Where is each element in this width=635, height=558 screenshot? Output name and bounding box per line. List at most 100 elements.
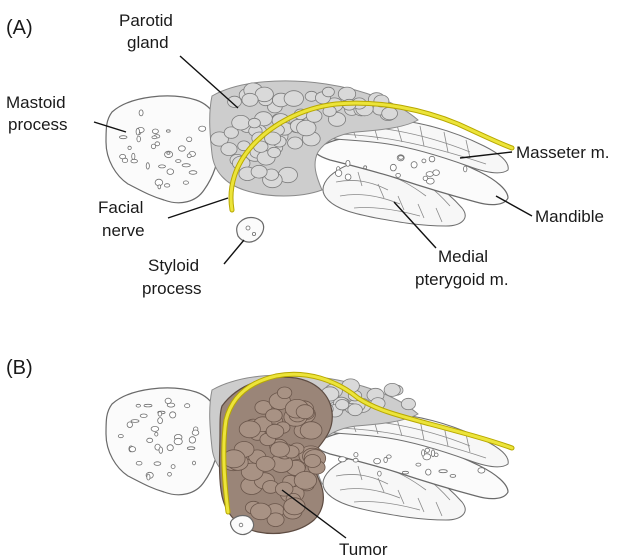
label-mastoid-line2: process — [8, 115, 68, 134]
label-masseter: Masseter m. — [516, 143, 610, 162]
bone-pore — [165, 398, 171, 403]
tumor-lobule — [270, 442, 289, 457]
label-medial-line2: pterygoid m. — [415, 270, 509, 289]
bone-pore — [464, 166, 467, 172]
label-tumor: Tumor — [339, 540, 388, 558]
bone-pore — [118, 435, 123, 438]
bone-pore — [151, 426, 159, 431]
label-facial-line1: Facial — [98, 198, 143, 217]
bone-pore — [187, 447, 195, 450]
bone-pore — [346, 160, 350, 166]
bone-pore — [179, 146, 186, 151]
bone-pore — [193, 461, 196, 465]
bone-pore — [199, 126, 206, 131]
bone-pore — [119, 136, 127, 139]
bone-pore — [131, 159, 138, 163]
bone-pore — [170, 412, 176, 418]
panel-a: (A) — [6, 11, 610, 298]
bone-pore — [166, 130, 170, 132]
bone-pore — [167, 169, 174, 175]
bone-pore — [422, 450, 425, 456]
bone-pore — [168, 472, 172, 476]
bone-pore — [174, 438, 182, 444]
mastoid-process — [106, 96, 220, 203]
tumor-lobule — [266, 424, 284, 438]
bone-pore — [354, 453, 358, 457]
gland-lobule — [288, 137, 303, 149]
bone-pore — [187, 154, 191, 158]
gland-lobule — [382, 107, 398, 120]
panel-b: (B) — [6, 357, 512, 558]
bone-pore — [396, 173, 401, 177]
gland-lobule — [251, 165, 267, 178]
bone-pore — [183, 181, 188, 184]
gland-lobule — [248, 118, 260, 128]
panel-a-tag: (A) — [6, 17, 33, 39]
bone-pore — [154, 462, 161, 466]
bone-pore — [140, 414, 147, 418]
bone-pore — [158, 412, 162, 417]
bone-pore — [433, 170, 440, 176]
bone-pore — [187, 137, 192, 142]
tumor-lobule — [300, 422, 322, 439]
bone-pore — [159, 447, 163, 453]
bone-pore — [132, 153, 135, 159]
label-parotid-line2: gland — [127, 33, 169, 52]
leader-mandible — [496, 196, 532, 216]
bone-pore — [151, 144, 155, 149]
gland-lobule — [268, 147, 281, 157]
bone-pore — [431, 450, 434, 457]
gland-lobule — [338, 87, 355, 101]
bone-pore — [374, 458, 381, 463]
bone-pore — [364, 166, 367, 169]
bone-pore — [136, 461, 142, 465]
bone-pore — [159, 165, 166, 168]
bone-pore — [450, 475, 456, 478]
bone-pore — [402, 471, 408, 474]
bone-pore — [411, 162, 417, 168]
label-styloid-line1: Styloid — [148, 256, 199, 275]
bone-pore — [158, 185, 161, 189]
bone-pore — [189, 437, 195, 443]
bone-pore — [182, 164, 190, 167]
label-mastoid-line1: Mastoid — [6, 93, 66, 112]
bone-pore — [189, 171, 197, 175]
bone-pore — [129, 447, 135, 452]
tumor-lobule — [304, 455, 320, 468]
tumor-lobule — [294, 472, 316, 490]
bone-pore — [152, 136, 157, 139]
tumor-lobule — [256, 456, 275, 471]
label-medial-line1: Medial — [438, 247, 488, 266]
bone-pore — [137, 136, 141, 142]
styloid-process-b — [231, 516, 254, 535]
label-mandible: Mandible — [535, 207, 604, 226]
tumor-lobule — [277, 387, 291, 399]
styloid-process — [237, 218, 264, 243]
bone-pore — [426, 469, 431, 475]
bone-pore — [167, 445, 173, 451]
bone-pore — [147, 474, 150, 480]
bone-pore — [429, 156, 435, 162]
bone-pore — [147, 438, 153, 442]
panel-b-tag: (B) — [6, 357, 33, 379]
bone-pore — [171, 465, 175, 469]
bone-pore — [131, 420, 139, 423]
bone-pore — [387, 455, 392, 458]
bone-pore — [185, 404, 190, 408]
gland-lobule — [284, 91, 303, 107]
bone-pore — [136, 128, 139, 135]
gland-lobule — [336, 400, 349, 410]
bone-pore — [120, 154, 126, 158]
bone-pore — [139, 110, 143, 116]
gland-lobule — [232, 115, 250, 130]
bone-pore — [144, 404, 152, 407]
bone-pore — [146, 163, 149, 169]
tumor-lobule — [266, 409, 283, 422]
gland-lobule — [384, 383, 400, 396]
tumor-lobule — [275, 482, 293, 496]
gland-lobule — [322, 87, 334, 97]
gland-lobule — [242, 93, 258, 106]
bone-pore — [136, 404, 140, 407]
bone-pore — [439, 470, 447, 473]
